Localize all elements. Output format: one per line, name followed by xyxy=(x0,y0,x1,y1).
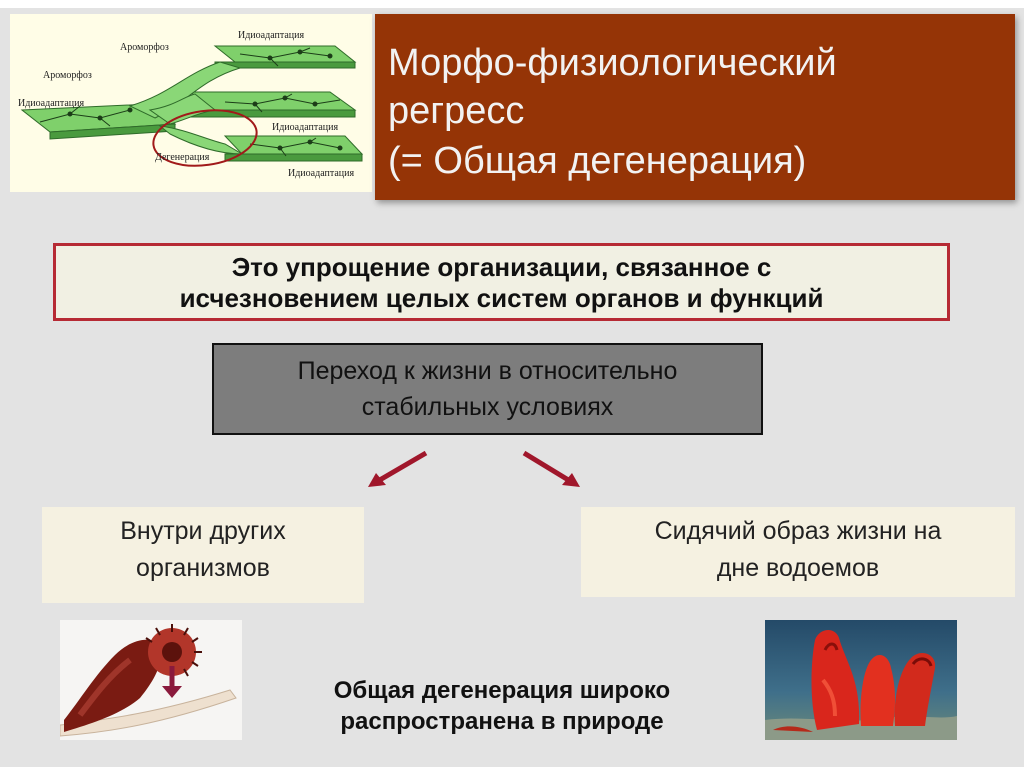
outcome-left-line-2: организмов xyxy=(136,554,270,582)
transition-line-2: стабильных условиях xyxy=(361,393,614,421)
label-degeneration: Дегенерация xyxy=(155,152,210,163)
conclusion-line-2: распространена в природе xyxy=(340,708,664,735)
label-idioadaptation-left: Идиоадаптация xyxy=(18,98,84,109)
definition-line-1: Это упрощение организации, связанное с xyxy=(231,252,772,282)
outcome-parasitic: Внутри других организмов xyxy=(42,507,364,603)
outcome-right-line-1: Сидячий образ жизни на xyxy=(654,517,942,545)
arrow-right-icon xyxy=(522,450,580,487)
title-line-3: (= Общая дегенерация) xyxy=(388,140,807,182)
conclusion-text: Общая дегенерация широко распространена … xyxy=(262,675,742,737)
transition-line-1: Переход к жизни в относительно xyxy=(297,357,678,385)
label-aromorphosis-mid: Ароморфоз xyxy=(43,70,92,81)
outcome-right-line-2: дне водоемов xyxy=(716,554,880,582)
label-idioadaptation-top: Идиоадаптация xyxy=(238,30,304,41)
label-aromorphosis-top: Ароморфоз xyxy=(120,42,169,53)
branch-arrows xyxy=(368,450,580,487)
evolution-diagram: Ароморфоз Ароморфоз Идиоадаптация Идиоад… xyxy=(10,14,372,192)
label-idioadaptation-bottom: Идиоадаптация xyxy=(288,168,354,179)
top-band xyxy=(0,0,1024,8)
title-line-1: Морфо-физиологический xyxy=(388,42,837,84)
definition-box: Это упрощение организации, связанное с и… xyxy=(53,243,950,321)
transition-box: Переход к жизни в относительно стабильны… xyxy=(212,343,763,435)
definition-line-2: исчезновением целых систем органов и фун… xyxy=(179,283,824,313)
title-box: Морфо-физиологический регресс (= Общая д… xyxy=(375,14,1015,200)
arrow-left-icon xyxy=(368,450,428,487)
parasite-photo xyxy=(60,620,242,740)
outcome-left-line-1: Внутри других xyxy=(120,517,286,545)
sea-squirt-photo xyxy=(765,620,957,740)
outcome-sessile: Сидячий образ жизни на дне водоемов xyxy=(581,507,1015,597)
title-line-2: регресс xyxy=(388,90,525,132)
conclusion-line-1: Общая дегенерация широко xyxy=(333,677,671,704)
evolution-diagram-graphic: Ароморфоз Ароморфоз Идиоадаптация Идиоад… xyxy=(18,30,364,179)
label-idioadaptation-mid: Идиоадаптация xyxy=(272,122,338,133)
